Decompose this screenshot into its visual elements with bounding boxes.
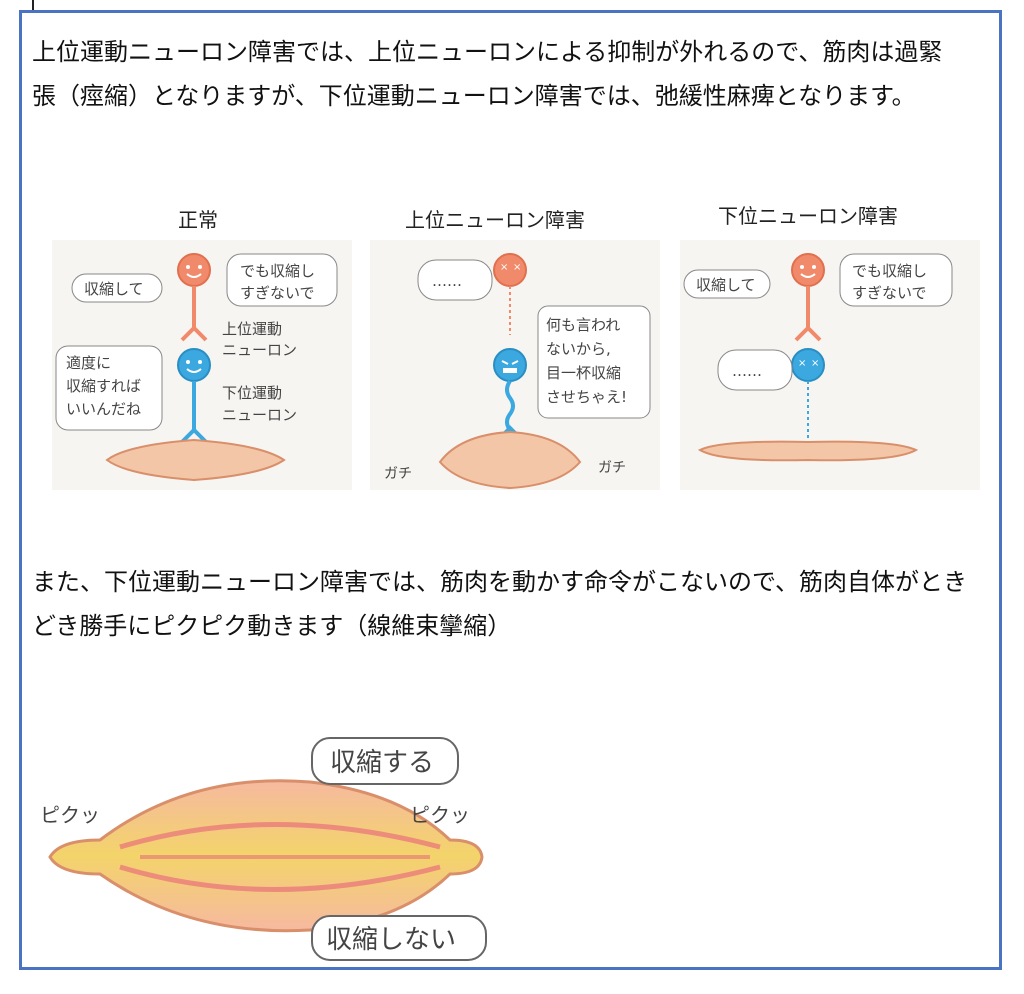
upper-shout-4: させちゃえ!: [546, 388, 627, 406]
lower-neuron-angry-face-icon: [493, 348, 527, 382]
lower-neuron-face-icon: [177, 348, 211, 382]
lower-neuron-label-2: ニューロン: [222, 406, 297, 424]
upper-neuron-label-2: ニューロン: [222, 341, 297, 359]
lower-bubble-right-2: すぎないで: [852, 284, 927, 302]
upper-neuron-face-icon-lower-panel: [791, 253, 825, 287]
lower-neuron-label-1: 下位運動: [222, 384, 282, 402]
lower-bubble-dots: ……: [732, 362, 762, 380]
paragraph-fasciculation: また、下位運動ニューロン障害では、筋肉を動かす命令がこないので、筋肉自体がときど…: [32, 568, 968, 640]
normal-bubble-right-1: でも収縮し: [240, 262, 315, 280]
svg-text:×: ×: [500, 262, 508, 273]
fasciculation-illustration: ピクッ ピクッ 収縮する 収縮しない: [40, 737, 487, 961]
top-line-mark: [32, 0, 34, 12]
upper-shout-3: 目一杯収縮: [546, 364, 621, 382]
sfx-pikutsu-right: ピクッ: [410, 803, 470, 827]
sfx-gachi-left: ガチ: [384, 466, 412, 482]
upper-lesion-illustration: ×× …… 何も言われ ないから, 目一杯収縮 させちゃえ! ガチ ガチ: [370, 240, 660, 490]
lower-bubble-right-1: でも収縮し: [852, 262, 927, 280]
muscle-spastic: [438, 430, 582, 490]
normal-illustration: 収縮して でも収縮し すぎないで 上位運動 ニューロン 下位運動 ニューロン 適…: [52, 240, 352, 490]
panel-title-lower: 下位ニューロン障害: [718, 204, 898, 228]
lower-neuron-dead-face-icon: ××: [791, 348, 825, 382]
upper-bubble-dots: ……: [432, 272, 462, 290]
sfx-gachi-right: ガチ: [598, 460, 626, 476]
normal-bubble-left: 収縮して: [84, 280, 144, 298]
upper-neuron-dead-face-icon: ××: [493, 253, 527, 287]
normal-bubble-lower-1: 適度に: [66, 354, 111, 372]
lower-lesion-illustration: ×× 収縮して でも収縮し すぎないで ……: [680, 240, 980, 490]
normal-bubble-right-2: すぎないで: [240, 284, 315, 302]
panel-title-normal: 正常: [178, 208, 218, 232]
paragraph-spasticity: 上位運動ニューロン障害では、上位ニューロンによる抑制が外れるので、筋肉は過緊張（…: [32, 38, 943, 110]
lower-bubble-left: 収縮して: [696, 276, 756, 294]
label-no-contract: 収縮しない: [326, 925, 456, 955]
label-contract: 収縮する: [330, 748, 434, 778]
upper-neuron-label-1: 上位運動: [222, 320, 282, 338]
muscle-normal: [105, 438, 286, 482]
muscle-flaccid: [697, 440, 919, 462]
panel-title-upper: 上位ニューロン障害: [405, 208, 585, 232]
svg-text:×: ×: [811, 358, 819, 369]
upper-shout-2: ないから,: [546, 340, 611, 358]
upper-neuron-face-icon: [177, 253, 211, 287]
svg-text:×: ×: [513, 262, 521, 273]
normal-bubble-lower-3: いいんだね: [66, 400, 141, 418]
svg-text:×: ×: [798, 358, 806, 369]
upper-shout-1: 何も言われ: [546, 316, 620, 334]
sfx-pikutsu-left: ピクッ: [40, 803, 100, 827]
normal-bubble-lower-2: 収縮すれば: [66, 377, 141, 395]
